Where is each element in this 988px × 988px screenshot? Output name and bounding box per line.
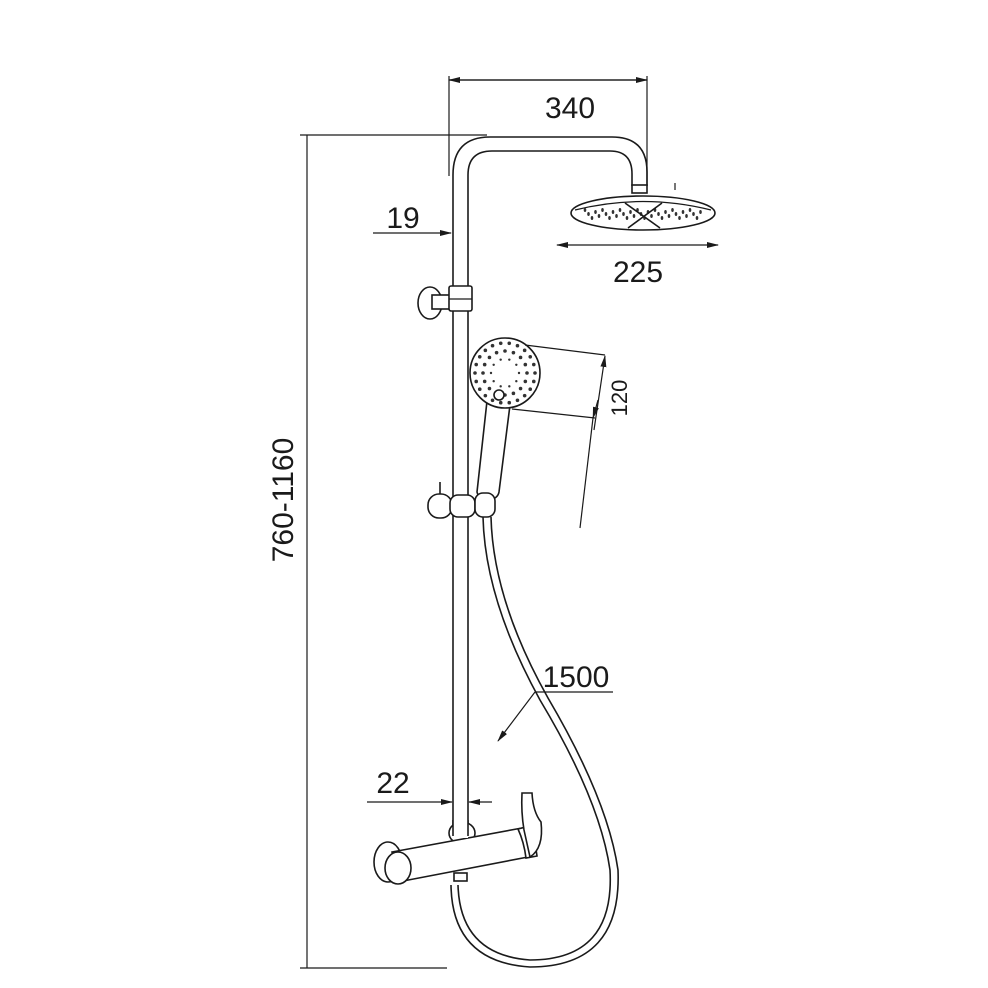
shower-hose [450,516,619,968]
nozzle-dot [487,355,492,360]
nozzle-dot [487,386,492,391]
nozzle-dot [629,210,632,214]
nozzle-dot [528,354,533,359]
nozzle-dot [507,341,512,346]
nozzle-dot [660,216,664,220]
rail-reach-dimension: 340 [448,76,648,186]
nozzle-dot [492,363,495,366]
height-range-label: 760-1160 [267,438,300,563]
pipe-diameter-top-dimension: 19 [373,202,452,236]
pipe-diameter-bottom-label: 22 [376,767,409,800]
nozzle-dot [583,208,587,212]
overhead-shower-head [570,183,716,231]
nozzle-dot [474,379,479,384]
nozzle-dot [688,208,692,212]
nozzle-dot [531,362,536,367]
nozzle-dot [625,216,629,220]
nozzle-dot [518,355,523,360]
nozzle-dot [522,393,527,398]
nozzle-dot [608,216,611,220]
nozzle-dot [518,386,523,391]
hose-length-dimension: 1500 [497,661,613,742]
nozzle-dot [692,212,695,216]
nozzle-dot [483,348,488,353]
nozzle-dot [678,216,681,220]
nozzle-dot [508,385,511,388]
rail-reach-label: 340 [545,92,595,125]
nozzle-dot [477,387,482,392]
thermostatic-mixer [373,792,543,885]
nozzle-dot [671,208,674,212]
nozzle-dot [531,379,536,384]
nozzle-dot [498,341,503,346]
nozzle-dot [594,210,597,214]
nozzle-dot [511,350,516,355]
nozzle-dot [528,387,533,392]
nozzle-dot [499,385,502,388]
nozzle-dot [489,371,493,375]
nozzle-dot [611,210,615,214]
nozzle-dot [622,212,625,216]
nozzle-dot [587,212,590,216]
nozzle-dot [503,349,507,353]
hand-shower [469,337,541,501]
nozzle-dot [674,212,678,216]
overhead-shower-label: 225 [613,256,663,289]
nozzle-dot [508,358,511,361]
nozzle-dot [511,391,516,396]
nozzle-dot [515,398,520,403]
nozzle-dot [597,214,601,218]
nozzle-dot [650,214,653,218]
nozzle-dot [507,400,512,405]
wall-bracket [417,285,473,320]
nozzle-dot [685,214,688,218]
nozzle-dot [522,348,527,353]
height-dimension: 760-1160 [267,134,487,969]
pipe-diameter-top-label: 19 [386,202,419,235]
nozzle-dot [490,398,495,403]
hose-length-label: 1500 [543,661,610,694]
nozzle-dot [604,212,608,216]
nozzle-dot [523,362,528,367]
nozzle-dot [515,380,518,383]
nozzle-dot [494,350,499,355]
nozzle-dot [657,212,660,216]
nozzle-dot [473,371,477,375]
slider-holder [427,482,496,519]
nozzle-dot [483,393,488,398]
nozzle-dot [601,208,604,212]
nozzle-dot [482,362,487,367]
nozzle-dot [699,210,702,214]
nozzle-dot [498,400,503,405]
pipe-diameter-bottom-dimension: 22 [367,767,492,805]
nozzle-dot [490,343,495,348]
hand-shower-dimension: 120 [511,344,632,529]
nozzle-dot [499,358,502,361]
riser-pipe [452,136,648,835]
nozzle-dot [515,343,520,348]
nozzle-dot [515,363,518,366]
nozzle-dot [482,379,487,384]
nozzle-dot [618,208,622,212]
nozzle-dot [695,216,699,220]
nozzle-dot [525,371,529,375]
nozzle-dot [492,380,495,383]
nozzle-dot [664,210,667,214]
hand-shower-label: 120 [607,380,632,417]
nozzle-dot [615,214,618,218]
nozzle-dot [474,362,479,367]
nozzle-dot [481,371,485,375]
nozzle-dot [681,210,685,214]
nozzle-dot [477,354,482,359]
nozzle-dot [667,214,671,218]
overhead-shower-dimension: 225 [556,242,719,289]
nozzle-dot [590,216,594,220]
nozzle-dot [533,371,537,375]
nozzle-dot [632,214,636,218]
nozzle-dot [523,379,528,384]
nozzle-dot [517,371,521,375]
